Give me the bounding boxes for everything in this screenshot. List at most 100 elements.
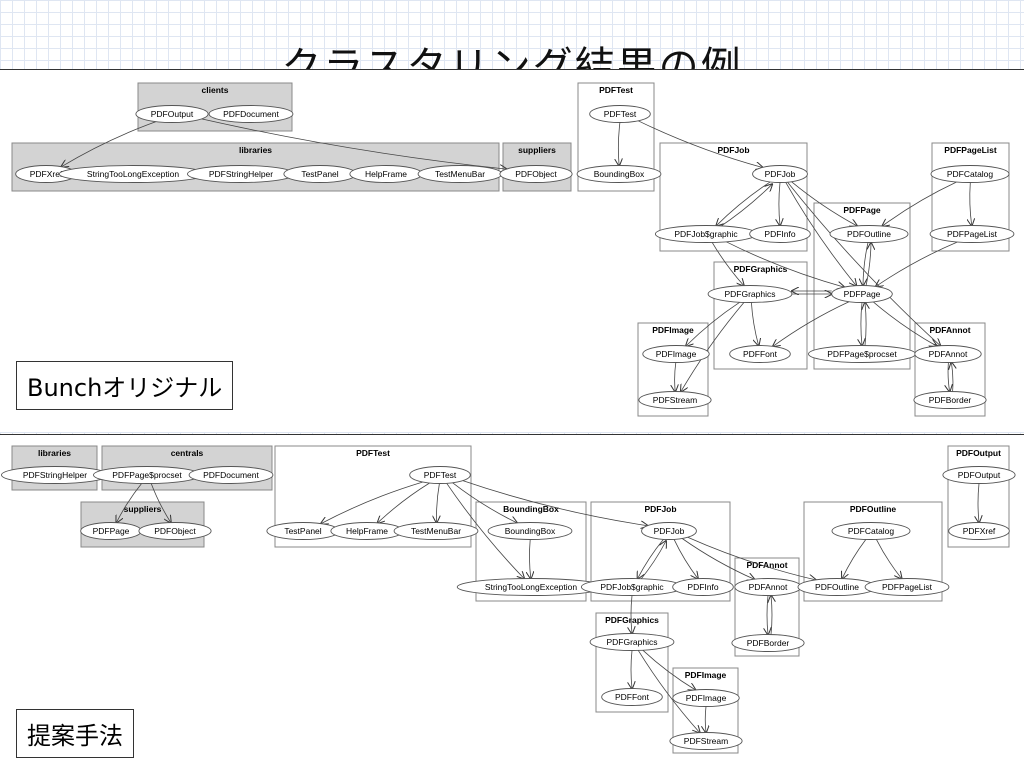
- node-pdfimage: PDFImage: [642, 345, 710, 363]
- node-ellipse: [831, 522, 911, 540]
- node-label: PDFStream: [684, 736, 728, 746]
- node-pdfjob: PDFJob: [752, 165, 808, 183]
- node-pdfpage: PDFPage: [80, 522, 142, 540]
- edge-pdfimage-to-pdfstream: [705, 706, 706, 733]
- edge-pdfgraphics-to-pdfimage: [642, 649, 696, 690]
- node-label: StringTooLongException: [485, 582, 577, 592]
- edge-pdfborder-to-pdfannot: [771, 596, 772, 635]
- node-pdfinfo: PDFInfo: [749, 225, 811, 243]
- node-help-frame: HelpFrame: [349, 165, 423, 183]
- node-ellipse: [913, 391, 987, 409]
- node-ellipse: [208, 105, 294, 123]
- node-label: PDFPage: [844, 289, 881, 299]
- cluster-label: centrals: [171, 448, 204, 458]
- edge-pdfpage-procset-to-pdfpage: [116, 483, 142, 523]
- edge-pdfborder-to-pdfannot: [951, 362, 953, 392]
- edge-pdfoutput-to-pdfobject: [201, 118, 507, 169]
- node-label: PDFOutput: [958, 470, 1001, 480]
- node-label: TestPanel: [284, 526, 321, 536]
- cluster-label: PDFAnnot: [746, 560, 787, 570]
- node-label: PDFTest: [424, 470, 457, 480]
- node-pdfborder: PDFBorder: [731, 634, 805, 652]
- node-pdfdocument: PDFDocument: [188, 466, 274, 484]
- node-pdfobject: PDFObject: [138, 522, 212, 540]
- cluster-label: PDFAnnot: [929, 325, 970, 335]
- edge-pdfjob-to-pdfoutline: [791, 181, 858, 226]
- node-label: PDFPageList: [882, 582, 933, 592]
- edge-pdfgraphics-to-pdfimage: [686, 301, 741, 346]
- edge-pdfcatalog-to-pdfpage-list: [876, 539, 901, 578]
- node-pdfpage-list: PDFPageList: [929, 225, 1015, 243]
- node-ellipse: [672, 689, 740, 707]
- edge-pdftest-to-string-too-long-exception: [446, 483, 524, 578]
- edge-layer: [116, 480, 979, 733]
- node-label: PDFStringHelper: [209, 169, 273, 179]
- node-pdfpage-procset: PDFPage$procset: [808, 345, 916, 363]
- edge-pdfjob-graphic-to-pdfpage: [726, 241, 844, 287]
- node-label: PDFPage$procset: [112, 470, 182, 480]
- edge-pdftest-to-bounding-box: [452, 482, 518, 523]
- node-string-too-long-exception: StringTooLongException: [58, 165, 208, 183]
- edge-pdftest-to-pdfjob: [638, 120, 762, 168]
- node-ellipse: [752, 165, 808, 183]
- cluster-label: PDFTest: [356, 448, 390, 458]
- edge-pdfgraphics-to-pdfstream: [681, 302, 745, 391]
- cluster-label: PDFGraphics: [605, 615, 659, 625]
- node-label: PDFPage: [93, 526, 130, 536]
- node-test-menu-bar: TestMenuBar: [417, 165, 503, 183]
- node-pdfoutline: PDFOutline: [829, 225, 909, 243]
- node-pdfstring-helper: PDFStringHelper: [1, 466, 109, 484]
- node-test-panel: TestPanel: [266, 522, 340, 540]
- node-label: PDFPageList: [947, 229, 998, 239]
- node-pdfpage: PDFPage: [831, 285, 893, 303]
- node-ellipse: [188, 466, 274, 484]
- node-pdfobject: PDFObject: [499, 165, 573, 183]
- node-label: PDFInfo: [687, 582, 718, 592]
- edge-pdftest-to-bounding-box: [618, 122, 620, 166]
- edge-pdfpage-to-pdffont: [773, 301, 850, 347]
- node-label: PDFFont: [615, 692, 650, 702]
- node-pdfjob: PDFJob: [641, 522, 697, 540]
- edge-pdfjob-to-pdfinfo: [779, 182, 780, 226]
- cluster-label: clients: [202, 85, 229, 95]
- node-label: BoundingBox: [505, 526, 556, 536]
- cluster-label: PDFOutline: [850, 504, 897, 514]
- node-label: TestMenuBar: [435, 169, 485, 179]
- node-label: TestMenuBar: [411, 526, 461, 536]
- node-label: TestPanel: [301, 169, 338, 179]
- node-label: PDFCatalog: [848, 526, 895, 536]
- node-pdfpage-list: PDFPageList: [864, 578, 950, 596]
- edge-pdfoutput-to-pdfxref: [61, 121, 157, 167]
- node-ellipse: [135, 105, 209, 123]
- node-label: PDFInfo: [764, 229, 795, 239]
- node-ellipse: [589, 633, 675, 651]
- node-pdfxref: PDFXref: [948, 522, 1010, 540]
- node-label: StringTooLongException: [87, 169, 179, 179]
- node-label: PDFCatalog: [947, 169, 994, 179]
- edge-pdftest-to-test-menu-bar: [437, 483, 440, 523]
- edge-pdfpage-procset-to-pdfpage: [865, 303, 866, 346]
- node-pdfgraphics: PDFGraphics: [589, 633, 675, 651]
- node-label: PDFBorder: [747, 638, 790, 648]
- node-ellipse: [672, 578, 734, 596]
- edge-pdfjob-to-pdfannot: [681, 538, 754, 580]
- node-pdfinfo: PDFInfo: [672, 578, 734, 596]
- cluster-label: PDFImage: [652, 325, 694, 335]
- edge-pdfcatalog-to-pdfoutline: [882, 181, 957, 226]
- cluster-label: suppliers: [124, 504, 162, 514]
- edge-pdfpage-procset-to-pdfobject: [150, 483, 171, 523]
- cluster-label: PDFJob: [717, 145, 749, 155]
- node-ellipse: [749, 225, 811, 243]
- node-label: PDFJob$graphic: [600, 582, 664, 592]
- edge-pdfimage-to-pdfstream: [675, 362, 676, 392]
- node-pdfjob-graphic: PDFJob$graphic: [580, 578, 684, 596]
- node-ellipse: [641, 522, 697, 540]
- node-test-panel: TestPanel: [283, 165, 357, 183]
- edge-pdfpage-to-pdfoutline: [865, 243, 871, 286]
- original-method-label: Bunchオリジナル: [16, 361, 234, 410]
- node-pdfcatalog: PDFCatalog: [930, 165, 1010, 183]
- cluster-label: PDFImage: [685, 670, 727, 680]
